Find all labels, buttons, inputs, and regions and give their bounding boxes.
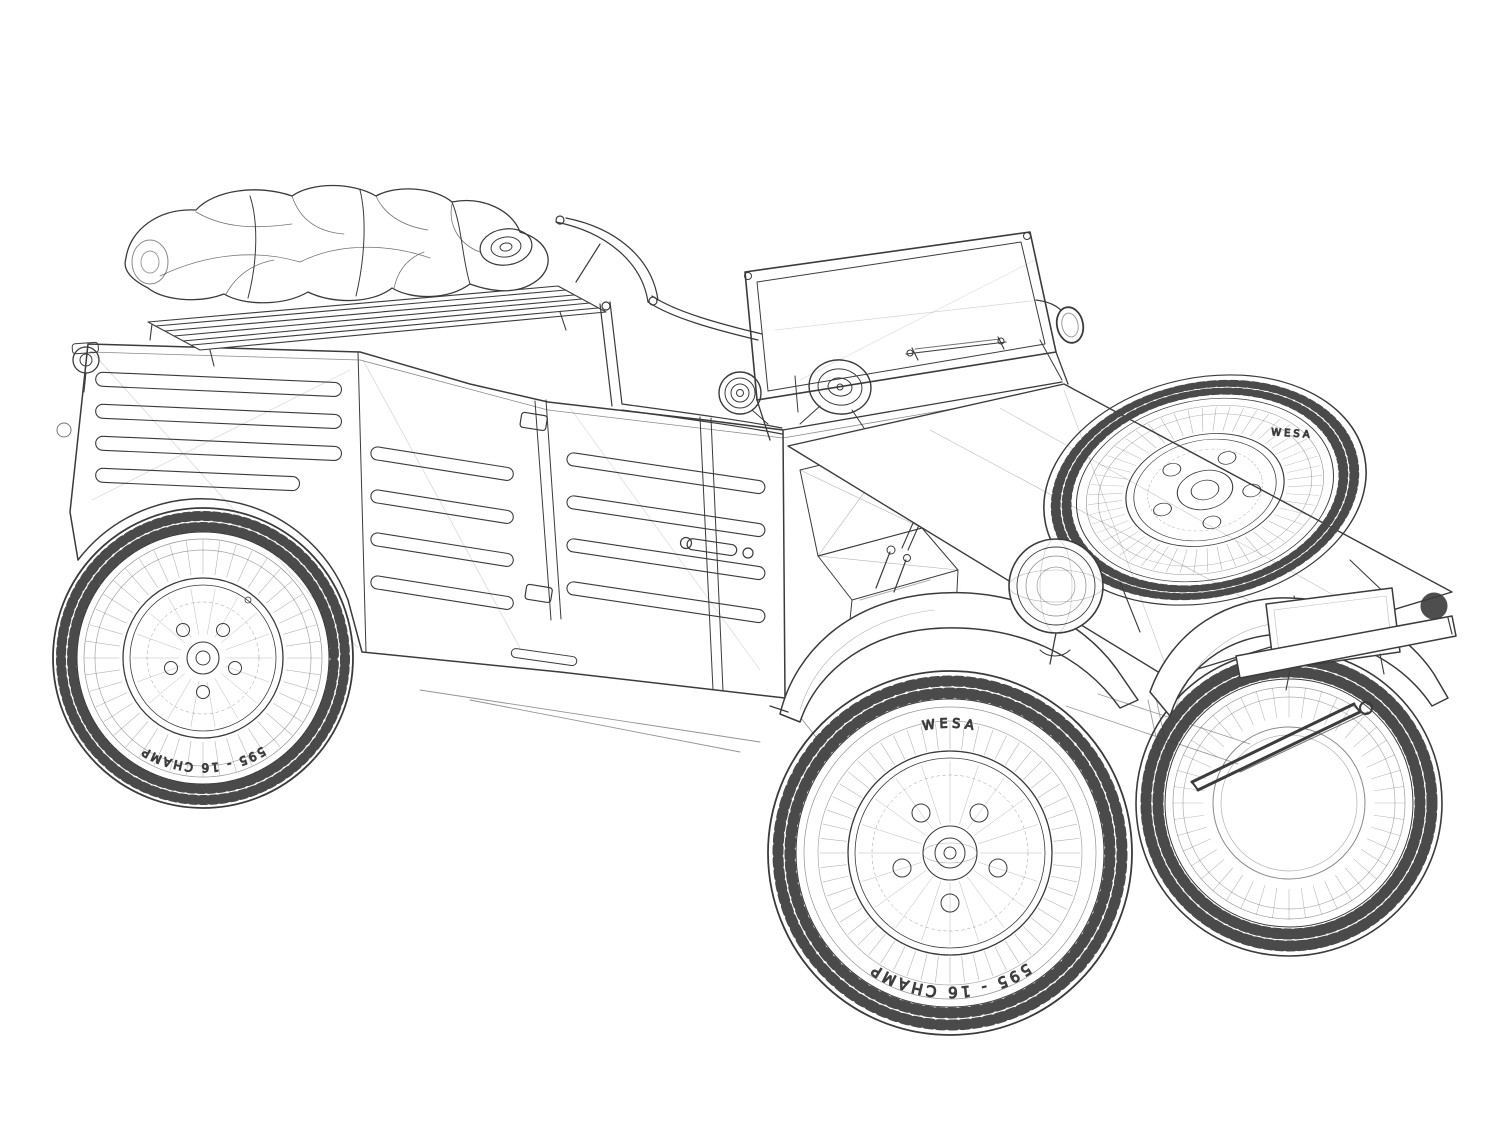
- front-bumper: [1235, 615, 1457, 691]
- headlight: [1008, 538, 1104, 665]
- front-left-wheel: WESA 595 - 16 CHAMP: [767, 670, 1133, 1036]
- mirror-head: [1055, 306, 1085, 344]
- canvas-fold-lines: [159, 195, 481, 295]
- body-ribs-door-panel: [566, 452, 766, 624]
- sill-rod: [510, 648, 578, 667]
- rear-wheel-sidewall-mesh: [84, 539, 322, 777]
- front-wheel-spokes: [857, 760, 1043, 946]
- dashboard-edge: [782, 381, 1063, 431]
- top-frame-bows: [555, 215, 783, 435]
- seat-cushion: [817, 527, 959, 601]
- windshield-frame-outer: [744, 231, 1057, 401]
- underbody-chassis: [419, 689, 821, 753]
- vehicle-body: [56, 341, 786, 699]
- taillight: [71, 341, 100, 393]
- rear-left-wheel: 595 - 16 CHAMP: [52, 507, 354, 809]
- spare-sidewall-mesh: [1088, 406, 1322, 574]
- front-tire-brand-marking: WESA: [921, 716, 979, 734]
- front-right-wheel: [1135, 649, 1443, 957]
- canvas-straps: [247, 189, 471, 299]
- windshield-stay-rod: [1039, 339, 1063, 381]
- body-ribs-mid-panel: [370, 446, 514, 610]
- wiper-assembly: [905, 336, 1007, 361]
- horns: [718, 359, 872, 429]
- canvas-roll-spiral: [131, 228, 533, 285]
- spare-tire: WESA: [1043, 374, 1367, 606]
- windshield-frame-inner: [756, 241, 1046, 392]
- spare-tire-brand-marking: WESA: [1271, 427, 1313, 441]
- door-handle: [679, 536, 754, 559]
- front-wheel-sidewall-mesh: [819, 722, 1081, 984]
- door-hinges: [519, 411, 553, 604]
- luggage-rack: [147, 285, 607, 367]
- canvas-bundle-outline: [124, 184, 549, 304]
- body-ribs-rear-panel: [95, 371, 343, 492]
- signal-lamp: [799, 359, 872, 429]
- tow-brackets: [1190, 701, 1373, 792]
- rear-wheel-spokes: [132, 588, 274, 728]
- rear-corner-knob: [56, 422, 72, 438]
- front-axle-lines: [1065, 693, 1251, 765]
- body-shell: [69, 343, 786, 699]
- front-right-sidewall-mesh: [1172, 686, 1406, 920]
- folded-canvas-top: [124, 184, 783, 435]
- rear-view-mirror: [1035, 299, 1085, 344]
- horn-disc: [718, 371, 769, 425]
